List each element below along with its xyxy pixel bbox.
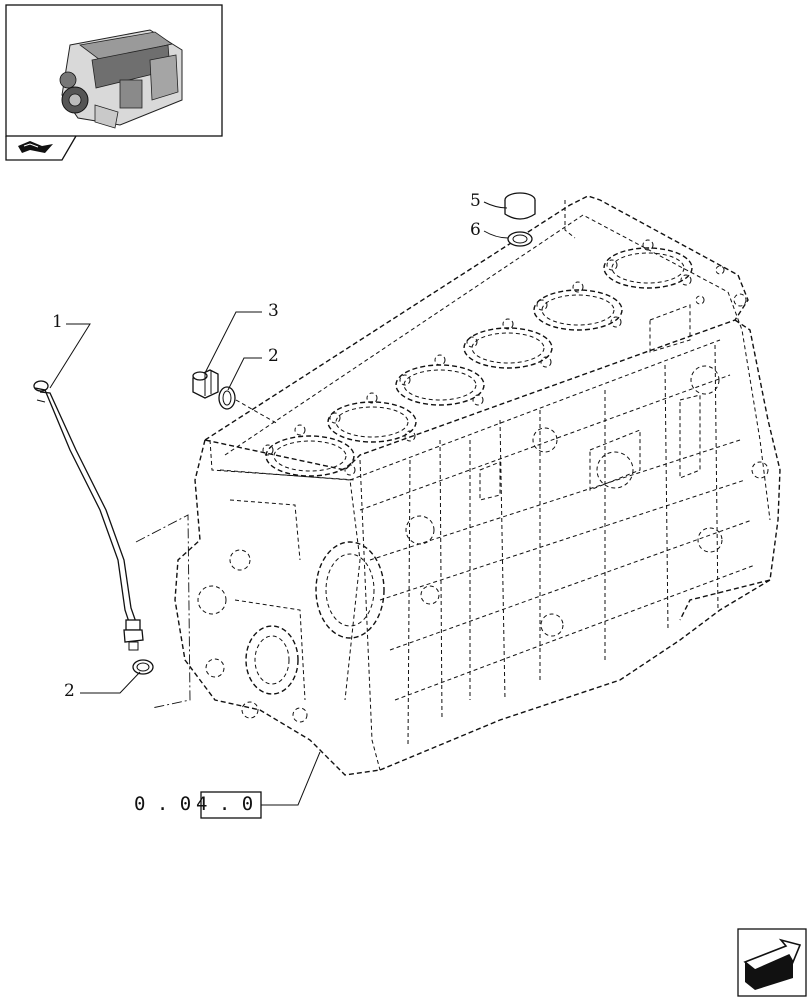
seal-ring-upper[interactable] (218, 386, 236, 410)
catalog-tab[interactable] (5, 135, 77, 161)
reference-text-part2: 4 . 0 (196, 793, 253, 815)
callout-1: 1 (49, 312, 91, 389)
washer-part[interactable] (507, 231, 533, 247)
callout-6: 6 (470, 220, 509, 240)
plug-part[interactable] (192, 369, 219, 399)
callout-label: 1 (52, 312, 63, 332)
dipstick-tube[interactable] (33, 380, 144, 651)
cap-part[interactable] (504, 192, 536, 220)
catalog-book-icon (18, 141, 53, 153)
reference-text-part1: 0 . 0 (134, 793, 191, 815)
callout-label: 5 (470, 191, 481, 211)
next-page-arrow-icon (743, 938, 802, 990)
callout-label: 3 (268, 301, 279, 321)
next-page-arrow-button[interactable] (737, 928, 807, 997)
callout-5: 5 (470, 191, 508, 211)
callout-label: 6 (470, 220, 481, 240)
callout-2-lower: 2 (64, 671, 141, 701)
callout-label: 2 (268, 346, 279, 366)
plug-assembly-line (235, 399, 279, 425)
engine-thumbnail-icon (59, 29, 183, 129)
callout-label: 2 (64, 681, 75, 701)
reference-callout[interactable]: 0 . 0 4 . 0 (134, 751, 321, 819)
dipstick-boundary (135, 514, 191, 709)
engine-thumbnail-panel[interactable] (5, 4, 223, 137)
callout-3: 3 (204, 301, 279, 374)
engine-block-outline (174, 195, 781, 776)
seal-ring-lower[interactable] (132, 659, 154, 675)
callout-2-upper: 2 (227, 346, 279, 391)
